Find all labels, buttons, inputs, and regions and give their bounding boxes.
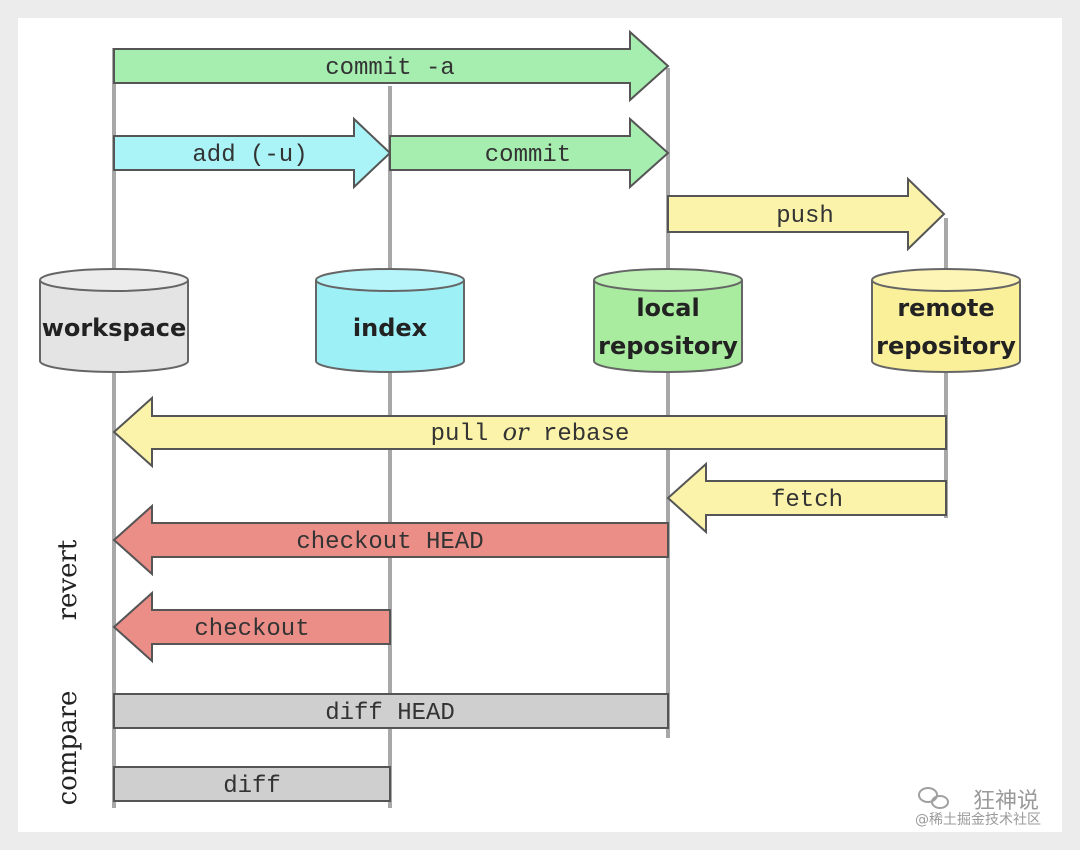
checkout-head-label: checkout HEAD [296,529,483,556]
fetch-arrow [666,461,947,535]
commit-a-label: commit -a [325,55,455,82]
workspace-cylinder-top [39,268,189,292]
compare-label: compare [53,691,83,806]
workspace-store: workspace [39,268,189,373]
checkout-head-arrow [112,503,669,577]
or-word: or [503,418,530,446]
fetch-label: fetch [771,487,843,514]
git-workflow-diagram: workspace index local repository remote … [39,29,1041,828]
workspace-label: workspace [42,314,187,342]
diagram-frame: workspace index local repository remote … [18,18,1062,832]
diff-head-bar [113,693,669,729]
local-label-line1: local [636,294,699,322]
wechat-icon [918,787,949,809]
local-label-line2: repository [598,332,738,360]
push-arrow [667,176,946,252]
remote-label-line1: remote [897,294,994,322]
remote-repository-store: remote repository [871,268,1021,373]
local-cylinder [593,280,743,373]
remote-cylinder [871,280,1021,373]
index-label: index [353,314,428,342]
add-label: add (-u) [192,142,307,169]
commit-label: commit [485,142,571,169]
workspace-cylinder [39,280,189,373]
watermark-line1: 狂神说 [973,789,1039,814]
index-cylinder-top [315,268,465,292]
watermark: 狂神说 @稀土掘金技术社区 [915,787,1041,828]
remote-label-line2: repository [876,332,1016,360]
command-labels: commit -a add (-u) commit push pull or r… [192,55,843,800]
commit-a-arrow [113,29,670,103]
pull-word: pull [431,421,489,448]
local-cylinder-top [593,268,743,292]
local-repository-store: local repository [593,268,743,373]
rebase-word: rebase [543,421,629,448]
arrows [112,29,947,664]
revert-label: revert [53,539,83,620]
commit-arrow [389,116,670,190]
watermark-line2: @稀土掘金技术社区 [915,812,1041,828]
side-labels: revert compare [53,539,83,805]
index-store: index [315,268,465,373]
push-label: push [776,203,834,230]
add-arrow [113,116,392,190]
diff-label: diff [223,773,281,800]
compare-bars [113,693,669,802]
remote-cylinder-top [871,268,1021,292]
diff-head-label: diff HEAD [325,700,455,727]
diff-bar [113,766,391,802]
index-cylinder [315,280,465,373]
checkout-arrow [112,590,391,664]
checkout-label: checkout [194,616,309,643]
pull-rebase-arrow [112,395,947,469]
pull-rebase-label: pull or rebase [431,418,630,448]
